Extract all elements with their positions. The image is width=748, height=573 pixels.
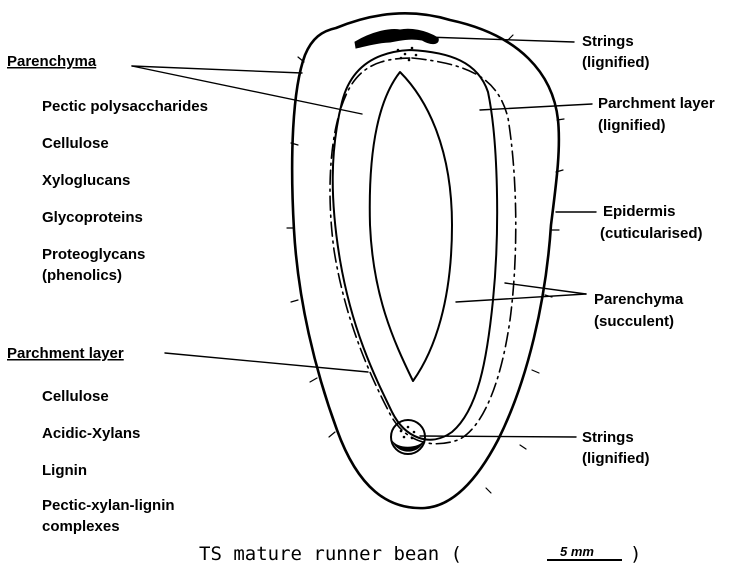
left-item-glycoproteins: Glycoproteins [42, 209, 143, 226]
right-label-strings-bottom-sub: (lignified) [582, 450, 650, 467]
right-label-strings-bottom: Strings [582, 429, 634, 446]
left-item-cellulose: Cellulose [42, 135, 109, 152]
leader-lines [132, 37, 596, 437]
right-label-parenchyma: Parenchyma [594, 291, 684, 308]
caption-scale: 5 mm [560, 544, 594, 559]
epidermal-hairs [287, 35, 564, 493]
left-item-phenolics: (phenolics) [42, 267, 122, 284]
left-heading-parenchyma: Parenchyma [7, 53, 97, 70]
central-cavity [370, 72, 452, 381]
right-label-strings-top: Strings [582, 33, 634, 50]
caption-close: ) [630, 543, 641, 565]
right-label-parchment-layer-sub: (lignified) [598, 117, 666, 134]
leader-parchment-left [165, 353, 368, 372]
left-heading-parchment-layer: Parchment layer [7, 345, 124, 362]
right-label-parchment-layer: Parchment layer [598, 95, 715, 112]
left-item-xyloglucans: Xyloglucans [42, 172, 130, 189]
bottom-strings [391, 420, 425, 454]
left-item-proteoglycans: Proteoglycans [42, 246, 145, 263]
right-label-strings-top-sub: (lignified) [582, 54, 650, 71]
right-label-epidermis-sub: (cuticularised) [600, 225, 703, 242]
leader-parenchyma-succulent-1 [456, 294, 586, 302]
left-item-lignin: Lignin [42, 462, 87, 479]
left-item-complexes: complexes [42, 518, 120, 535]
right-label-parenchyma-sub: (succulent) [594, 313, 674, 330]
left-item-pectic-xylan-lignin: Pectic-xylan-lignin [42, 497, 175, 514]
left-item-cellulose-2: Cellulose [42, 388, 109, 405]
left-item-pectic-polysaccharides: Pectic polysaccharides [42, 98, 208, 115]
leader-strings-bottom [420, 436, 576, 437]
top-strings [355, 29, 438, 48]
caption-text: TS mature runner bean ( [199, 543, 462, 565]
leader-parchment-layer [480, 104, 592, 110]
inner-parenchyma-boundary [333, 50, 497, 440]
parchment-layer-dashed [330, 58, 516, 444]
right-label-epidermis: Epidermis [603, 203, 676, 220]
left-item-acidic-xylans: Acidic-Xylans [42, 425, 140, 442]
